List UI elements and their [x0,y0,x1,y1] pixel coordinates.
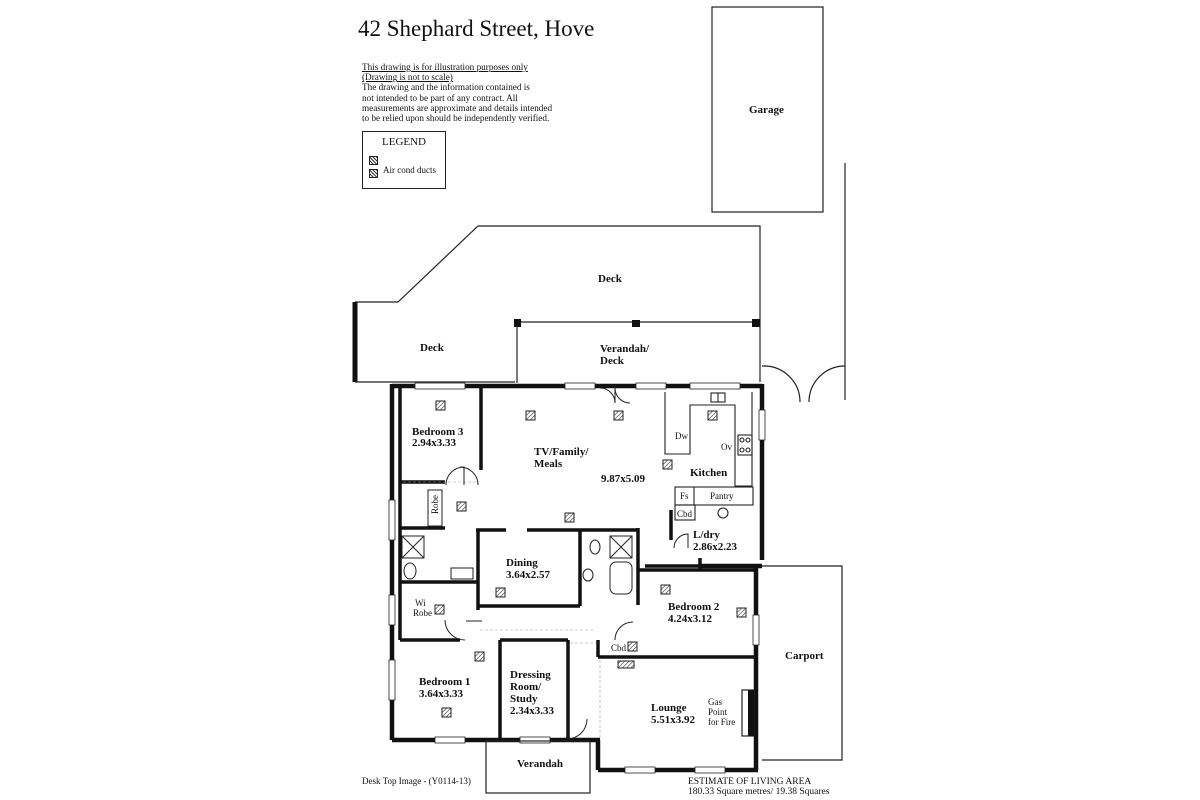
kitchen-fittings [664,392,754,521]
windows [388,382,766,774]
lounge-label: Lounge [651,702,687,714]
disclaimer-line: to be relied upon should be independentl… [362,113,550,124]
page-title: 42 Shephard Street, Hove [358,16,595,41]
carport-outline [762,565,843,761]
family-label: Meals [534,458,563,470]
gas-point-label: Gas [708,697,722,707]
gas-point-label: for Fire [708,717,735,727]
duct-swatch-icon [369,156,378,165]
living-area-estimate: ESTIMATE OF LIVING AREA 180.33 Square me… [688,777,829,797]
legend-item-label: Air cond ducts [383,165,436,175]
disclaimer-line: measurements are approximate and details… [362,102,553,113]
deck-label: Deck [420,342,445,354]
verandah-outline [485,740,591,794]
dining-label: Dining [506,557,538,569]
bedroom2-size: 4.24x3.12 [668,613,713,625]
study-size: 2.34x3.33 [510,705,555,717]
duct-swatch-icon [369,169,378,178]
family-label: TV/Family/ [534,446,589,458]
bedroom3-size: 2.94x3.33 [412,437,457,449]
cupboard-label: Cbd [611,643,627,653]
study-label: Study [510,693,538,705]
walkin-robe-label: Wi [415,598,426,608]
interior-walls [398,388,756,740]
pantry-label: Pantry [710,491,734,501]
bedroom1-label: Bedroom 1 [419,676,470,688]
estimate-value: 180.33 Square metres/ 19.38 Squares [688,787,830,797]
study-label: Room/ [510,681,542,693]
verandah-label: Verandah [517,758,563,770]
disclaimer-line: not intended to be part of any contract.… [362,92,518,103]
fridge-label: Fs [680,491,689,501]
deck-outline [355,225,761,382]
legend-title: LEGEND [382,136,426,148]
robe-label: Robe [430,495,440,514]
estimate-title: ESTIMATE OF LIVING AREA [688,777,812,787]
dishwasher-label: Dw [675,431,688,441]
garage-outline [711,6,824,213]
duct-marker-icon [434,400,747,718]
bedroom2-label: Bedroom 2 [668,601,720,613]
laundry-label: L/dry [693,529,720,541]
walkin-robe-label: Robe [413,608,432,618]
kitchen-label: Kitchen [690,467,727,479]
dining-size: 3.64x2.57 [506,569,551,581]
garage-label: Garage [749,104,784,116]
family-size: 9.87x5.09 [601,473,646,485]
gas-point-label: Point [708,707,728,717]
disclaimer-line: This drawing is for illustration purpose… [362,62,528,72]
image-reference: Desk Top Image - (Y0114-13) [362,776,471,786]
bathroom-fittings [401,535,633,595]
study-label: Dressing [510,669,551,681]
laundry-size: 2.86x2.23 [693,541,738,553]
door-swings [444,466,689,740]
legend-box: LEGEND Air cond ducts [362,131,446,189]
oven-label: Ov [721,442,732,452]
carport-label: Carport [785,650,824,662]
lounge-size: 5.51x3.92 [651,714,696,726]
verandah-deck-label: Deck [600,355,625,367]
disclaimer-line: (Drawing is not to scale) [362,72,453,83]
disclaimer-line: The drawing and the information containe… [362,82,530,93]
deck-label: Deck [598,273,623,285]
verandah-deck-label: Verandah/ [600,343,650,355]
cupboard-label: Cbd [677,509,693,519]
bedroom3-label: Bedroom 3 [412,426,464,438]
bedroom1-size: 3.64x3.33 [419,688,464,700]
disclaimer: This drawing is for illustration purpose… [362,62,592,123]
